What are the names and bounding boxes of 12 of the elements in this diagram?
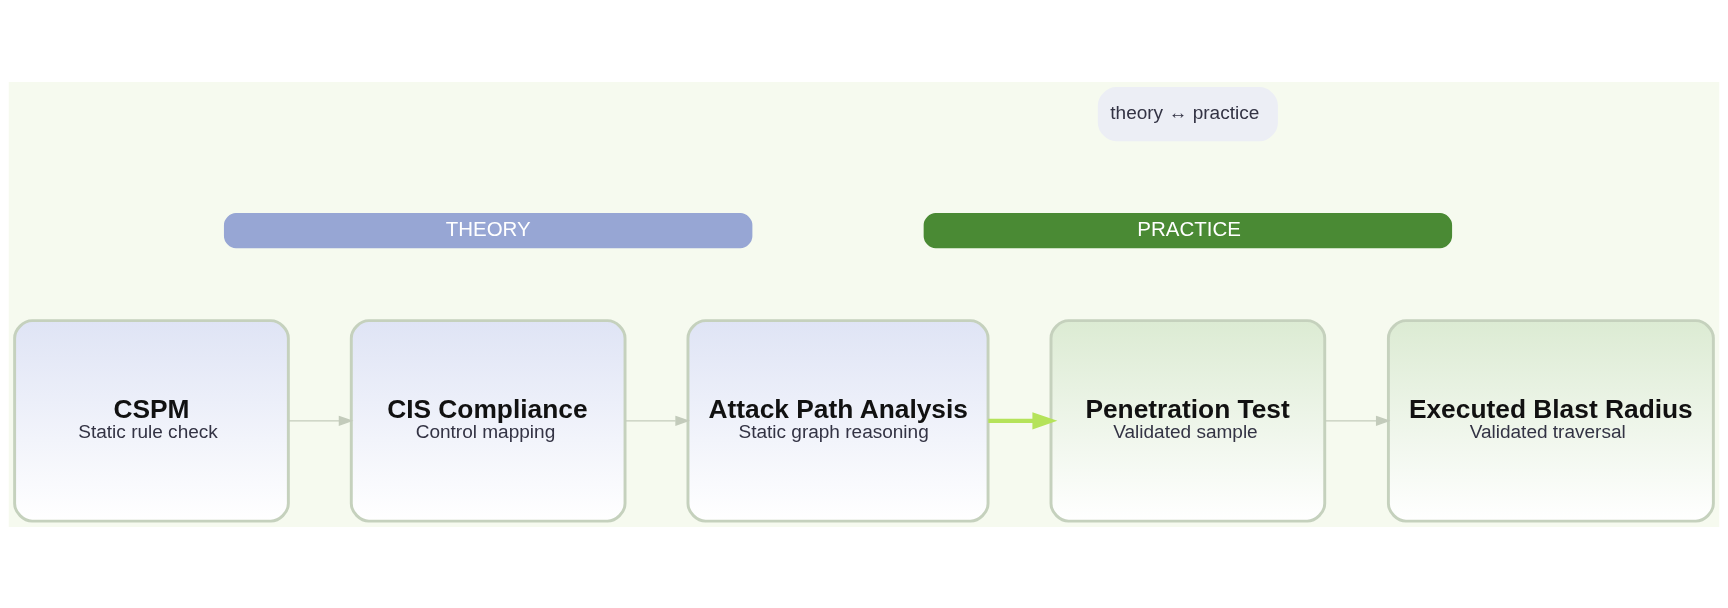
arrow [1324, 415, 1391, 426]
node-box: PRACTICE [923, 212, 1453, 248]
node-box: THEORY [223, 212, 753, 248]
node-box: CIS Compliance Control mapping [349, 318, 627, 523]
label: theory ↔ practice [1110, 101, 1260, 123]
node-box: Attack Path Analysis Static graph reasoning [686, 318, 990, 523]
arrow [624, 415, 690, 426]
node-box: Penetration Test Validated sample [1049, 318, 1327, 523]
node-box: Executed Blast Radius Validated traversal [1386, 318, 1715, 523]
arrow [288, 415, 354, 426]
node-box: CSPM Static rule check [13, 318, 290, 523]
arrow [988, 411, 1058, 430]
